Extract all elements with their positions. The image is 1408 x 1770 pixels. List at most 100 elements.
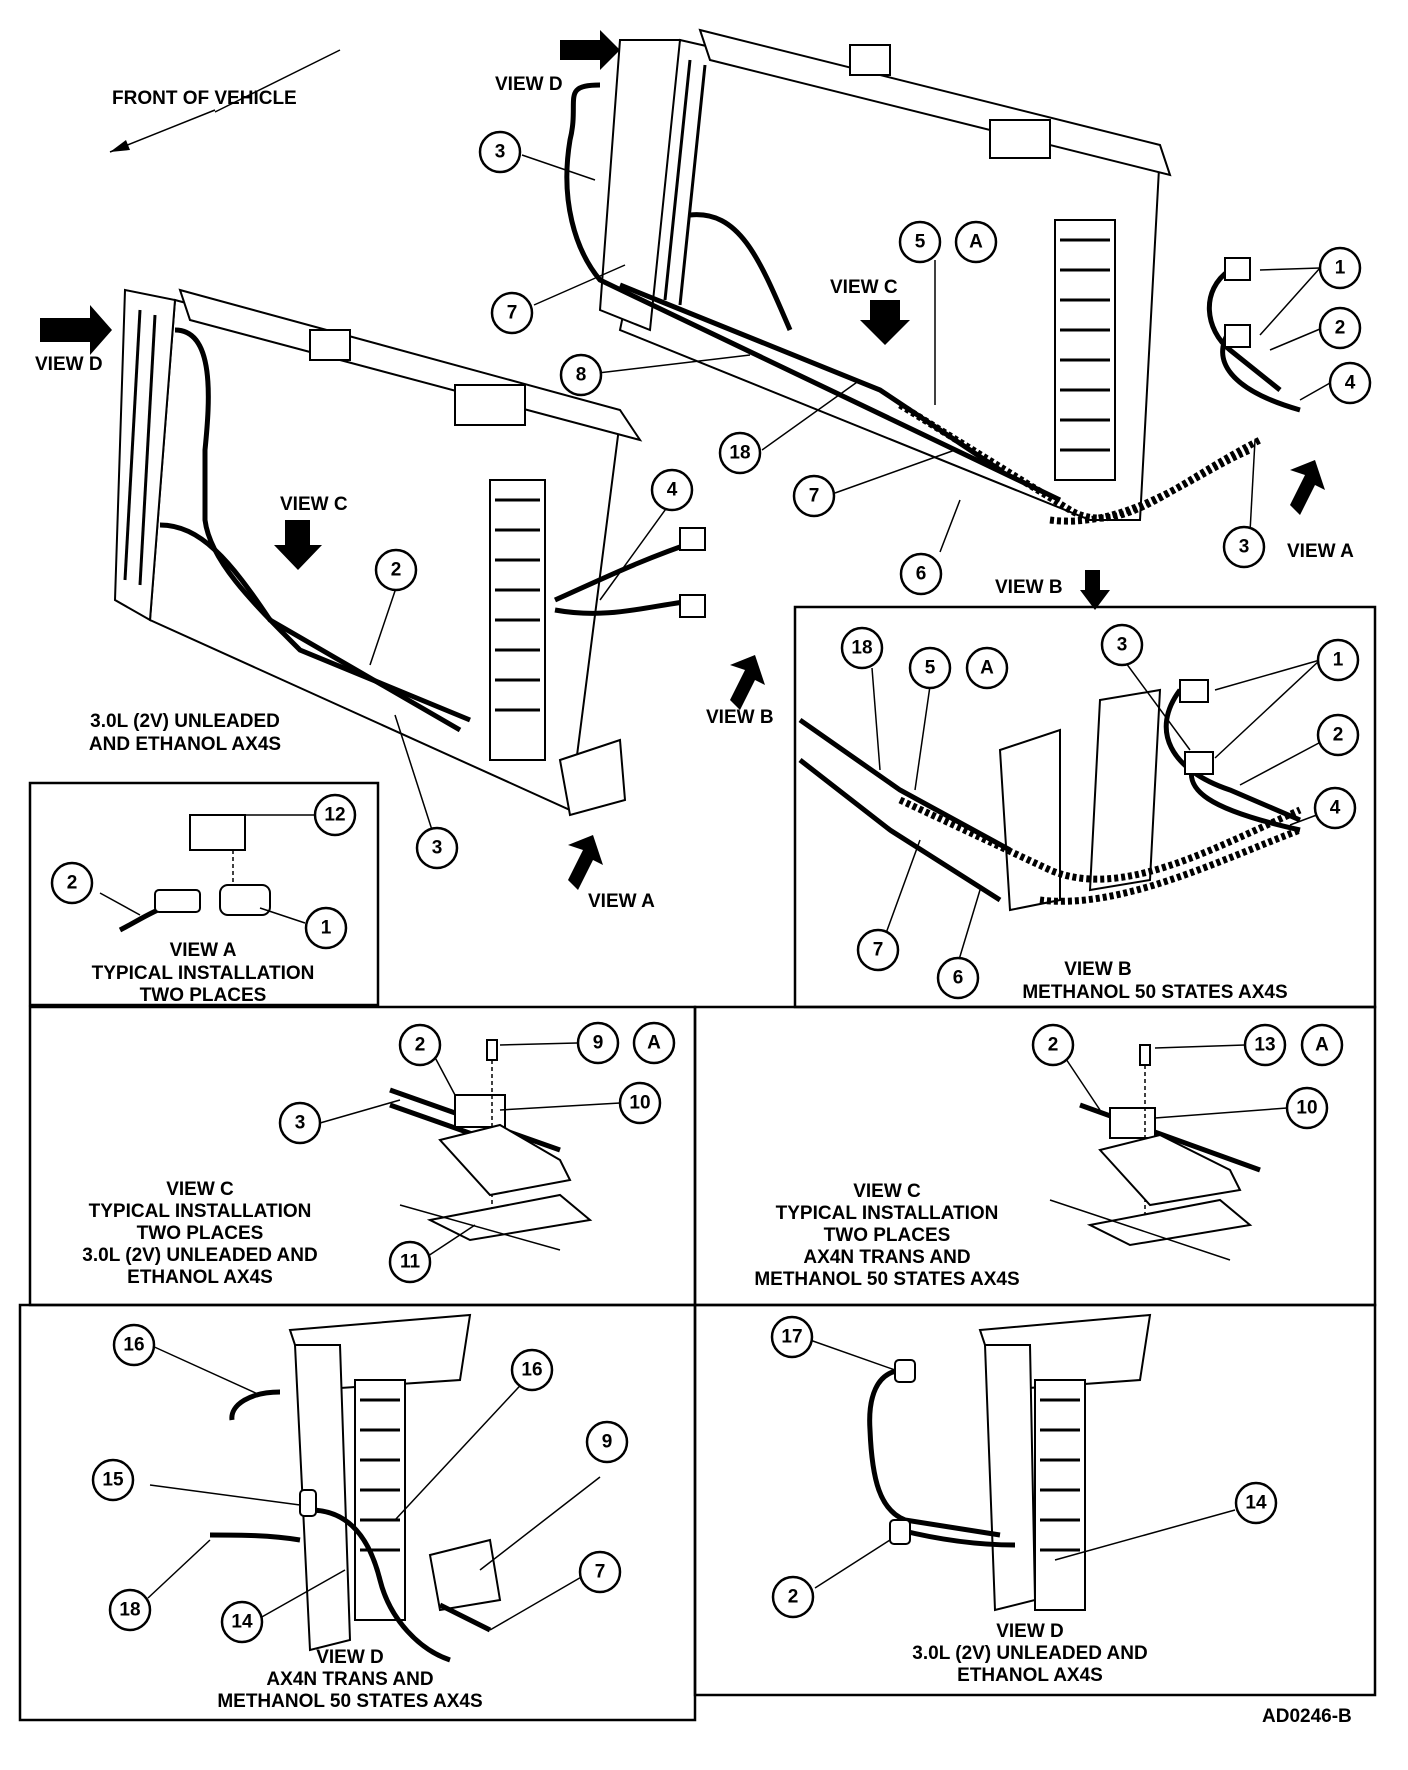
view-d-arrow-top <box>560 30 620 70</box>
svg-text:3: 3 <box>1117 635 1128 656</box>
main-right-radiator-assembly <box>560 28 1325 610</box>
svg-text:TYPICAL INSTALLATION: TYPICAL INSTALLATION <box>89 1201 312 1222</box>
view-c-label-left: VIEW C <box>280 494 348 515</box>
view-d-label-left: VIEW D <box>35 354 103 375</box>
view-a-arrow-left <box>568 835 603 890</box>
svg-text:5: 5 <box>915 232 926 253</box>
main-left-callouts: 4 2 3 <box>374 468 694 870</box>
panel-view-c-right: 2 13 A 10 VIEW C TYPICAL INSTALLATION TW… <box>693 1005 1377 1307</box>
svg-text:18: 18 <box>851 638 872 659</box>
svg-text:6: 6 <box>916 564 927 585</box>
svg-text:3: 3 <box>432 838 443 859</box>
view-a-arrow-top <box>1290 460 1325 515</box>
leader-lines-top-right <box>521 154 1331 553</box>
panel-view-c-left-title: VIEW C <box>166 1179 234 1200</box>
svg-text:7: 7 <box>809 486 820 507</box>
svg-text:A: A <box>1315 1035 1329 1056</box>
svg-text:2: 2 <box>1335 318 1346 339</box>
svg-text:1: 1 <box>1335 258 1346 279</box>
svg-text:15: 15 <box>102 1470 124 1491</box>
svg-text:12: 12 <box>324 805 345 826</box>
svg-text:1: 1 <box>1333 650 1344 671</box>
svg-text:ETHANOL AX4S: ETHANOL AX4S <box>957 1665 1103 1686</box>
view-d-arrow-left <box>40 305 112 355</box>
svg-text:6: 6 <box>953 968 964 989</box>
svg-text:TYPICAL INSTALLATION: TYPICAL INSTALLATION <box>92 963 315 984</box>
main-left-caption: 3.0L (2V) UNLEADED AND ETHANOL AX4S <box>89 711 281 755</box>
svg-text:METHANOL 50 STATES AX4S: METHANOL 50 STATES AX4S <box>1022 982 1287 1003</box>
view-c-arrow-top <box>860 300 910 345</box>
svg-text:4: 4 <box>667 480 678 501</box>
svg-text:11: 11 <box>400 1252 421 1273</box>
panel-view-b-title: VIEW B <box>1064 959 1132 980</box>
svg-text:1: 1 <box>321 918 332 939</box>
svg-text:A: A <box>980 658 994 679</box>
svg-text:TYPICAL INSTALLATION: TYPICAL INSTALLATION <box>776 1203 999 1224</box>
leader-lines-left <box>369 505 669 831</box>
svg-text:13: 13 <box>1254 1035 1275 1056</box>
panel-view-d-left: 16 16 15 9 7 18 14 VIEW D AX4N TRANS AND… <box>18 1303 697 1722</box>
panel-view-b: 18 5 A 3 1 2 4 7 6 VIEW B METHANOL 50 ST… <box>793 605 1377 1009</box>
panel-view-c-right-title: VIEW C <box>853 1181 921 1202</box>
svg-text:10: 10 <box>1296 1098 1317 1119</box>
svg-text:18: 18 <box>119 1600 140 1621</box>
panel-view-a: 12 2 1 VIEW A TYPICAL INSTALLATION TWO P… <box>28 781 380 1007</box>
front-of-vehicle-indicator: FRONT OF VEHICLE <box>109 49 341 153</box>
svg-text:ETHANOL AX4S: ETHANOL AX4S <box>127 1267 273 1288</box>
view-c-label-top: VIEW C <box>830 277 898 298</box>
panel-view-d-left-title: VIEW D <box>316 1647 384 1668</box>
svg-text:METHANOL 50 STATES AX4S: METHANOL 50 STATES AX4S <box>217 1691 482 1712</box>
view-b-label-top: VIEW B <box>995 577 1063 598</box>
svg-text:TWO PLACES: TWO PLACES <box>137 1223 264 1244</box>
svg-text:TWO PLACES: TWO PLACES <box>824 1225 951 1246</box>
svg-text:3: 3 <box>1239 537 1250 558</box>
svg-text:4: 4 <box>1330 798 1341 819</box>
svg-text:3.0L (2V) UNLEADED AND: 3.0L (2V) UNLEADED AND <box>912 1643 1147 1664</box>
svg-text:7: 7 <box>507 303 518 324</box>
view-d-label-top: VIEW D <box>495 74 563 95</box>
view-b-arrow-left <box>730 655 765 710</box>
svg-text:14: 14 <box>231 1612 253 1633</box>
svg-text:16: 16 <box>521 1360 542 1381</box>
svg-text:3.0L (2V) UNLEADED AND: 3.0L (2V) UNLEADED AND <box>82 1245 317 1266</box>
figure-id: AD0246-B <box>1262 1706 1352 1727</box>
svg-text:18: 18 <box>729 443 750 464</box>
panel-view-d-right-title: VIEW D <box>996 1621 1064 1642</box>
svg-text:2: 2 <box>391 560 402 581</box>
svg-text:16: 16 <box>123 1335 144 1356</box>
svg-text:A: A <box>969 232 983 253</box>
svg-text:7: 7 <box>595 1562 606 1583</box>
svg-text:TWO PLACES: TWO PLACES <box>140 985 267 1006</box>
svg-text:2: 2 <box>1333 725 1344 746</box>
svg-text:4: 4 <box>1345 373 1356 394</box>
svg-text:3.0L (2V) UNLEADED: 3.0L (2V) UNLEADED <box>90 711 280 732</box>
view-a-label-top: VIEW A <box>1287 541 1354 562</box>
svg-text:10: 10 <box>629 1093 650 1114</box>
view-b-arrow-top <box>1080 570 1110 610</box>
svg-text:AX4N TRANS AND: AX4N TRANS AND <box>803 1247 970 1268</box>
svg-text:7: 7 <box>873 940 884 961</box>
svg-text:AND ETHANOL AX4S: AND ETHANOL AX4S <box>89 734 281 755</box>
svg-text:5: 5 <box>925 658 936 679</box>
svg-text:17: 17 <box>781 1327 802 1348</box>
panel-view-a-title: VIEW A <box>170 940 237 961</box>
svg-text:2: 2 <box>788 1587 799 1608</box>
svg-text:METHANOL 50 STATES AX4S: METHANOL 50 STATES AX4S <box>754 1269 1019 1290</box>
svg-text:9: 9 <box>602 1432 613 1453</box>
main-right-callouts: 3 5 A 1 2 7 8 4 18 7 3 6 <box>478 130 1372 596</box>
view-c-arrow-left <box>274 520 322 570</box>
svg-text:8: 8 <box>576 365 587 386</box>
svg-text:14: 14 <box>1245 1493 1267 1514</box>
svg-text:2: 2 <box>67 873 78 894</box>
front-of-vehicle-label: FRONT OF VEHICLE <box>112 88 297 109</box>
svg-text:2: 2 <box>1048 1035 1059 1056</box>
svg-text:A: A <box>647 1033 661 1054</box>
svg-text:AX4N TRANS AND: AX4N TRANS AND <box>266 1669 433 1690</box>
svg-text:3: 3 <box>495 142 506 163</box>
svg-text:9: 9 <box>593 1033 604 1054</box>
panel-view-c-left: 2 9 A 10 3 11 VIEW C TYPICAL INSTALLATIO… <box>28 1005 697 1307</box>
svg-text:2: 2 <box>415 1035 426 1056</box>
panel-view-d-right: 17 14 2 VIEW D 3.0L (2V) UNLEADED AND ET… <box>693 1303 1377 1697</box>
view-a-label-left: VIEW A <box>588 891 655 912</box>
